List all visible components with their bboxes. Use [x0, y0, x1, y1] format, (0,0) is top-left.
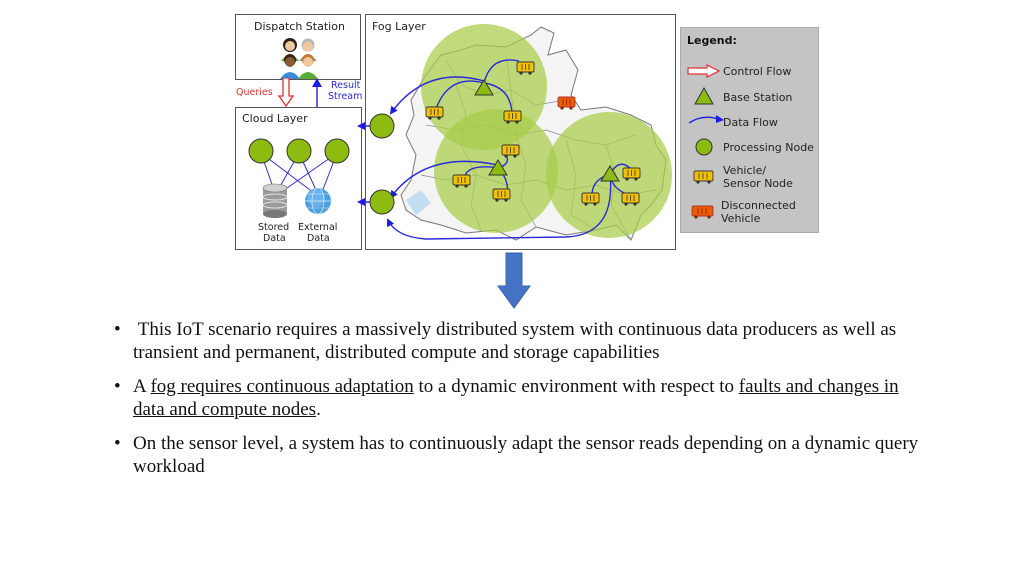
legend-item-processing-node: Processing Node: [723, 141, 814, 154]
legend-item-base-station: Base Station: [723, 91, 793, 104]
legend-item-data-flow: Data Flow: [723, 116, 778, 129]
base-station-triangle-icon: [694, 87, 714, 105]
base-station-1: [474, 79, 494, 96]
bullet-item-3: • On the sensor level, a system has to c…: [112, 432, 932, 478]
fog-layer-box: Fog Layer: [365, 14, 676, 250]
bullet-2-link-faults-changes[interactable]: faults and changes in data and compute n…: [133, 376, 899, 420]
legend-item-disconnected-line1: Disconnected: [721, 199, 796, 212]
dispatch-station-box: Dispatch Station: [235, 14, 361, 80]
result-stream-label-line2: Stream: [328, 91, 363, 102]
control-flow-arrow-icon: [687, 64, 721, 78]
external-data-label-line2: Data: [307, 233, 330, 244]
bullet-marker: •: [114, 319, 121, 340]
queries-label: Queries: [236, 87, 273, 98]
cloud-layer-box: Cloud Layer Stored: [235, 107, 362, 250]
stored-data-label-line2: Data: [263, 233, 286, 244]
bullet-3-text: On the sensor level, a system has to con…: [133, 433, 919, 477]
queries-control-flow-arrow: [277, 78, 295, 108]
bullet-marker: •: [114, 433, 121, 454]
bullet-2-link-fog-adaptation[interactable]: fog requires continuous adaptation: [150, 376, 414, 397]
base-station-2: [488, 159, 508, 176]
fog-processing-node-1: [369, 113, 395, 139]
disconnected-vehicle-icon: [691, 205, 714, 219]
globe-icon: [305, 187, 331, 215]
bullet-item-2: • A fog requires continuous adaptation t…: [112, 375, 932, 421]
cloud-processing-node-2: [286, 138, 312, 164]
dispatch-cloud-arrows: [277, 78, 322, 108]
legend-title: Legend:: [687, 34, 737, 47]
fog-processing-nodes: [357, 113, 395, 215]
bullet-2-text-c: .: [316, 399, 321, 420]
legend-item-disconnected-line2: Vehicle: [721, 212, 761, 225]
fog-processing-node-2: [369, 189, 395, 215]
legend-item-vehicle-line2: Sensor Node: [723, 177, 793, 190]
cloud-layer-graph: [248, 138, 350, 218]
bullet-1-text: This IoT scenario requires a massively d…: [133, 319, 901, 363]
bullet-marker: •: [114, 376, 121, 397]
processing-node-circle-icon: [695, 138, 713, 156]
database-icon: [262, 183, 288, 218]
down-arrow-icon: [497, 252, 531, 309]
bullet-2-text-b: to a dynamic environment with respect to: [413, 376, 739, 397]
legend: Legend: Control Flow Base Station Data F…: [680, 27, 819, 233]
stored-data-label-line1: Stored: [258, 222, 290, 233]
cloud-processing-node-3: [324, 138, 350, 164]
result-stream-label-line1: Result: [331, 80, 361, 91]
vehicle-icon: [693, 170, 714, 184]
cloud-layer-title: Cloud Layer: [242, 112, 308, 125]
people-group-icon: [280, 38, 318, 79]
bullet-2-text-a: A: [133, 376, 151, 397]
result-stream-arrow-head: [312, 78, 322, 87]
base-station-3: [600, 165, 620, 182]
external-data-label-line1: External: [298, 222, 338, 233]
fog-layer-title: Fog Layer: [372, 20, 426, 33]
bullet-list: • This IoT scenario requires a massively…: [112, 318, 932, 489]
cloud-processing-node-1: [248, 138, 274, 164]
legend-item-control-flow: Control Flow: [723, 65, 792, 78]
data-flow-arrow-icon: [688, 115, 724, 124]
dispatch-station-title: Dispatch Station: [254, 20, 345, 33]
fog-map: [386, 24, 672, 241]
legend-item-vehicle-line1: Vehicle/: [723, 164, 767, 177]
bullet-item-1: • This IoT scenario requires a massively…: [112, 318, 932, 364]
